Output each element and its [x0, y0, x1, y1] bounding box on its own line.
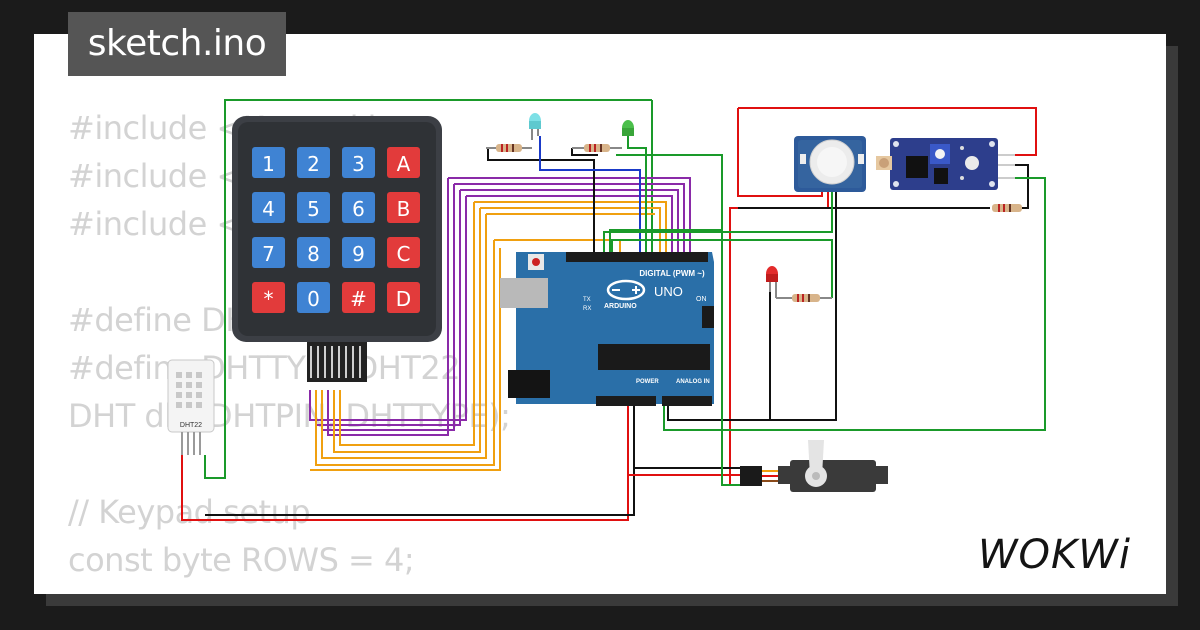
wire-purple-4b [309, 196, 467, 421]
on-label: ON [696, 296, 707, 303]
wire-purple-4 [466, 195, 673, 255]
resistor-1 [486, 144, 532, 152]
keypad-key[interactable] [252, 192, 285, 223]
keypad-key[interactable] [342, 237, 375, 268]
keypad-key-label: 1 [262, 152, 275, 176]
keypad-key[interactable] [342, 192, 375, 223]
keypad-key[interactable] [297, 237, 330, 268]
keypad-key-label: B [397, 197, 411, 221]
resistor-2 [572, 144, 622, 152]
keypad-key-label: 0 [307, 287, 320, 311]
analog-header [662, 396, 712, 406]
uno-label: UNO [654, 284, 683, 299]
keypad-key-label: 6 [352, 197, 365, 221]
digital-label: DIGITAL (PWM ~) [639, 269, 705, 278]
file-title-tab[interactable]: sketch.ino [68, 12, 286, 76]
arduino-logo-icon [606, 279, 646, 301]
wire-red-power [181, 405, 629, 521]
wire-orange-2b [333, 208, 481, 453]
wire-green-pir [603, 192, 833, 255]
keypad-key-label: # [350, 287, 367, 311]
keypad-key-label: 8 [307, 242, 320, 266]
wire-red-top [738, 107, 1037, 156]
analog-label: ANALOG IN [676, 379, 710, 385]
keypad-connector [307, 342, 367, 382]
wire-orange-3b [321, 214, 487, 459]
keypad-key-label: C [397, 242, 411, 266]
keypad-key-label: D [396, 287, 411, 311]
keypad-key[interactable] [387, 237, 420, 268]
ldr-module [876, 138, 1015, 190]
keypad-key[interactable] [342, 282, 375, 313]
tx-label: TX [583, 297, 591, 303]
wire-green-ldr [663, 177, 1046, 431]
power-jack [508, 370, 550, 398]
wire-orange-4 [315, 240, 495, 466]
wire-green-servo [721, 230, 745, 486]
keypad-key[interactable] [252, 282, 285, 313]
wire-purple-1b [327, 178, 449, 436]
wire-black-ldr [1015, 164, 1029, 209]
wire-orange-1 [474, 201, 667, 255]
wire-led-green-gnd [571, 148, 598, 156]
dht22-label: DHT22 [180, 422, 202, 429]
atmega-chip [598, 344, 710, 370]
wire-red-pir [737, 108, 823, 197]
wire-led-blue [539, 136, 641, 255]
keypad-key[interactable] [297, 282, 330, 313]
arduino-label: ARDUINO [604, 303, 637, 310]
keypad-key[interactable] [387, 192, 420, 223]
keypad-keys: 1 2 3 A 4 5 6 B 7 8 9 C * 0 # D [252, 147, 420, 313]
keypad-key[interactable] [252, 237, 285, 268]
wire-orange-1b [339, 202, 475, 446]
keypad-key-label: 3 [352, 152, 365, 176]
keypad: 1 2 3 A 4 5 6 B 7 8 9 C * 0 # D [232, 116, 442, 382]
keypad-key[interactable] [297, 147, 330, 178]
wires [181, 99, 1046, 521]
wire-black-power [205, 405, 635, 516]
usb-port [500, 278, 548, 308]
power-header [596, 396, 656, 406]
keypad-key-label: * [264, 287, 274, 311]
keypad-key-label: 4 [262, 197, 275, 221]
wire-green-dht [204, 99, 652, 479]
resistor-3 [776, 294, 832, 302]
keypad-key[interactable] [252, 147, 285, 178]
keypad-key[interactable] [297, 192, 330, 223]
wire-black-pir [667, 192, 837, 421]
keypad-key-label: 9 [352, 242, 365, 266]
arduino-uno-board: DIGITAL (PWM ~) UNO ARDUINO ON TX RX POW… [500, 252, 714, 406]
resistor-4 [992, 204, 1022, 212]
digital-header [566, 252, 708, 262]
led-green [622, 120, 634, 136]
keypad-key[interactable] [342, 147, 375, 178]
wokwi-logo: WOKWi [978, 532, 1131, 576]
keypad-key-label: 2 [307, 152, 320, 176]
keypad-key-label: 5 [307, 197, 320, 221]
wire-purple-3 [460, 189, 679, 255]
wire-orange-5 [310, 248, 501, 471]
keypad-key-label: 7 [262, 242, 275, 266]
keypad-key[interactable] [387, 147, 420, 178]
servo-horn [808, 440, 824, 476]
rx-label: RX [583, 306, 591, 312]
dht22-sensor: DHT22 [167, 359, 215, 455]
led-blue [529, 113, 541, 140]
power-label: POWER [636, 379, 659, 385]
wire-purple-2 [454, 183, 685, 255]
wire-led-green [627, 136, 647, 255]
servo-motor [740, 440, 888, 492]
led-red [766, 266, 778, 298]
wokwi-logo-text: WOKWi [978, 532, 1131, 576]
keypad-key[interactable] [387, 282, 420, 313]
keypad-key-label: A [397, 152, 411, 176]
pir-sensor [794, 136, 866, 192]
